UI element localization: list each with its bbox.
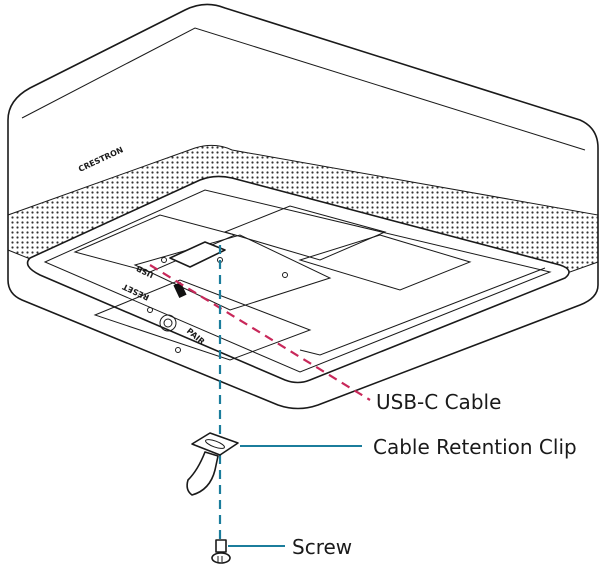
clip-callout: Cable Retention Clip <box>373 435 577 459</box>
pair-button <box>159 314 177 332</box>
screw-callout: Screw <box>292 535 353 559</box>
cable-retention-clip <box>186 432 239 496</box>
screw <box>211 539 231 564</box>
usb-cable-line <box>149 264 371 401</box>
base-plate <box>26 175 570 384</box>
usb-cable-callout: USB-C Cable <box>376 390 502 414</box>
